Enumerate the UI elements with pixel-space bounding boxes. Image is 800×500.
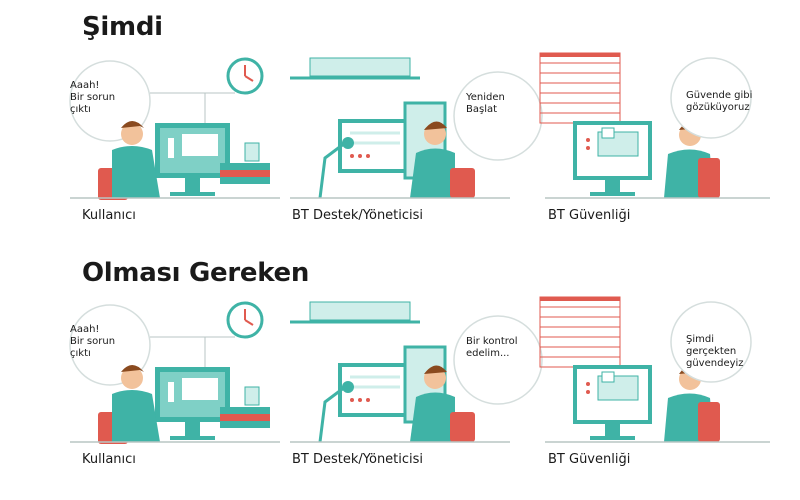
- bubble-text-user: Aaah! Bir sorun çıktı: [70, 80, 116, 115]
- bubble-text-user: Aaah! Bir sorun çıktı: [70, 324, 116, 359]
- label-user: Kullanıcı: [82, 208, 136, 223]
- section-title-should: Olması Gereken: [82, 258, 310, 288]
- desk-lamp-icon: [318, 141, 346, 199]
- it-workstation: [290, 57, 543, 199]
- speech-bubble-it: [453, 315, 543, 405]
- label-it-support: BT Destek/Yöneticisi: [292, 452, 424, 467]
- bubble-text-it: Bir kontrol edelim...: [466, 336, 518, 359]
- bubble-text-security: Güvende gibi gözüküyoruz: [686, 90, 753, 113]
- security-chair: [698, 402, 720, 442]
- desk-lamp-icon: [318, 385, 346, 443]
- label-it-support: BT Destek/Yöneticisi: [292, 208, 424, 223]
- speech-bubble-user: [69, 60, 151, 142]
- speech-bubble-it: [453, 71, 543, 161]
- security-workstation: [539, 296, 770, 443]
- scene-now: Aaah! Bir sorun çıktı Yeniden Başlat Güv…: [0, 48, 800, 248]
- speech-bubble-user: [69, 304, 151, 386]
- illustration-should: [69, 296, 770, 444]
- section-title-now: Şimdi: [82, 12, 163, 42]
- security-workstation: [539, 52, 770, 199]
- bubble-text-security: Şimdi gerçekten güvendeyiz: [686, 334, 744, 369]
- bubble-text-it: Yeniden Başlat: [466, 92, 505, 115]
- scene-should: Aaah! Bir sorun çıktı Bir kontrol edelim…: [0, 292, 800, 492]
- label-it-security: BT Güvenliği: [548, 208, 631, 223]
- speech-bubble-security: [670, 301, 752, 383]
- user-workstation: [69, 301, 280, 444]
- security-chair: [698, 158, 720, 198]
- label-user: Kullanıcı: [82, 452, 136, 467]
- speech-bubble-security: [670, 57, 752, 139]
- illustration-now: [69, 52, 770, 200]
- it-workstation: [290, 301, 543, 443]
- label-it-security: BT Güvenliği: [548, 452, 631, 467]
- user-workstation: [69, 57, 280, 200]
